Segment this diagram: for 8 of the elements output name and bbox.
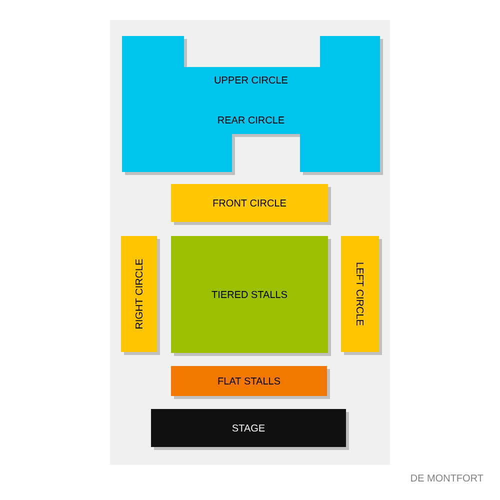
seating-section: FLAT STALLS xyxy=(171,366,330,399)
seating-section: TIERED STALLS xyxy=(171,236,331,356)
seating-section: RIGHT CIRCLE xyxy=(121,236,160,355)
seating-section: FRONT CIRCLE xyxy=(171,184,331,225)
stage: STAGE xyxy=(151,409,349,450)
upper-seating-section: UPPER CIRCLE REAR CIRCLE xyxy=(122,36,383,175)
venue-name: DE MONTFORT xyxy=(411,474,484,482)
seating-section: LEFT CIRCLE xyxy=(341,236,382,355)
